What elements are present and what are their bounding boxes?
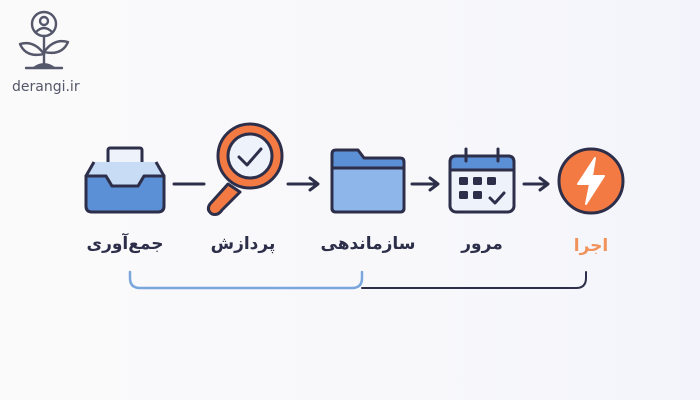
derangi-logo-icon — [18, 10, 70, 70]
magnifier-check-icon — [206, 122, 284, 216]
step-label-review: مرور — [461, 234, 503, 254]
inbox-tray-icon — [84, 146, 166, 214]
arrow-right-icon — [286, 176, 320, 192]
logo-site-text: derangi.ir — [12, 79, 80, 95]
step-label-execute: اجرا — [573, 236, 609, 256]
calendar-check-icon — [448, 147, 516, 214]
arrow-right-icon — [522, 176, 550, 192]
folder-icon — [330, 148, 406, 214]
step-label-collect: جمع‌آوری — [86, 234, 164, 254]
connector-line — [172, 182, 206, 186]
lightning-bolt-icon — [557, 147, 625, 215]
step-label-organize: سازماندهی — [320, 234, 416, 254]
arrow-right-icon — [410, 176, 440, 192]
step-label-process: پردازش — [210, 234, 276, 254]
bracket-blue — [128, 270, 364, 290]
bracket-navy — [361, 271, 587, 289]
